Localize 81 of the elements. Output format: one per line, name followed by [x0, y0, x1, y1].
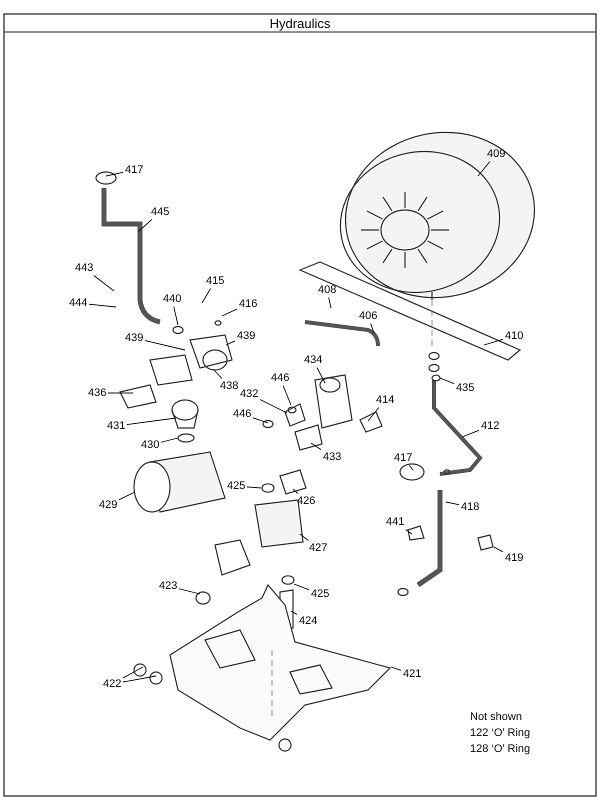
callout-number: 439 — [125, 332, 144, 344]
callout-number: 414 — [376, 394, 394, 406]
callout-number: 416 — [239, 298, 258, 310]
callout-number: 430 — [141, 438, 160, 452]
leader-line — [408, 465, 414, 470]
leader-line — [118, 492, 136, 500]
leader-line — [446, 502, 460, 506]
callout-number: 419 — [505, 552, 524, 564]
leader-line — [222, 308, 238, 316]
callout-number: 424 — [299, 614, 318, 628]
leader-line — [88, 304, 116, 308]
callout-number: 436 — [88, 386, 106, 400]
callout-number: 433 — [323, 450, 342, 464]
leader-line — [122, 666, 144, 678]
leader-line — [212, 368, 222, 379]
leader-line — [260, 399, 288, 414]
callout-number: 422 — [103, 678, 122, 690]
callout-number: 443 — [75, 262, 94, 274]
leader-line — [246, 486, 262, 488]
leader-line — [316, 367, 326, 384]
callout-number: 425 — [227, 480, 246, 492]
callout-number: 412 — [481, 420, 500, 432]
callout-number: 408 — [318, 284, 336, 296]
callout-number: 406 — [359, 310, 378, 322]
callout-number: 446 — [271, 372, 290, 384]
callout-number: 423 — [159, 580, 178, 592]
leader-line — [368, 407, 380, 422]
note-heading: Not shown — [470, 711, 522, 724]
leader-line — [494, 546, 504, 552]
leader-line — [294, 584, 310, 590]
callout-number: 429 — [99, 498, 118, 512]
leader-line — [173, 306, 178, 326]
leader-line — [106, 172, 124, 176]
note-text: 128 ‘O’ Ring — [470, 743, 530, 756]
leader-line — [310, 442, 322, 450]
leader-line — [478, 161, 490, 176]
leader-line — [144, 340, 186, 350]
callout-number: 431 — [107, 420, 126, 432]
leader-line — [202, 288, 212, 304]
leader-line — [108, 392, 134, 394]
callout-number: 438 — [220, 380, 238, 392]
callout-number: 445 — [151, 206, 170, 218]
leader-line — [178, 588, 200, 594]
leader-line — [405, 529, 412, 534]
leader-line — [370, 323, 374, 334]
leader-line — [484, 338, 504, 346]
callout-number: 426 — [297, 494, 316, 508]
callout-number: 417 — [125, 164, 144, 176]
callout-number: 439 — [237, 330, 256, 342]
callout-number: 425 — [311, 588, 330, 600]
callout-number: 418 — [461, 500, 480, 514]
leader-line — [122, 676, 156, 682]
note-text: 122 ‘O’ Ring — [470, 727, 530, 740]
leader-line — [126, 418, 176, 425]
callout-number: 441 — [386, 516, 404, 528]
leader-line — [138, 219, 152, 232]
diagram-title: Hydraulics — [268, 15, 332, 32]
leader-line — [226, 340, 236, 346]
callout-number: 435 — [456, 382, 474, 394]
callout-number: 409 — [487, 148, 506, 160]
callout-number: 410 — [505, 330, 524, 342]
leader-line — [462, 430, 480, 438]
leader-line — [252, 417, 268, 424]
callout-number: 427 — [309, 542, 328, 554]
leader-line — [300, 534, 309, 541]
callout-number: 440 — [163, 292, 182, 306]
leader-line — [390, 666, 402, 671]
leader-line — [282, 385, 292, 406]
leader-line — [440, 378, 454, 384]
leader-line — [292, 488, 298, 494]
leader-line — [160, 438, 178, 443]
leader-line — [290, 610, 298, 615]
callout-number: 415 — [206, 274, 224, 288]
callout-number: 446 — [233, 408, 252, 420]
callout-number: 432 — [240, 388, 258, 400]
callout-number: 434 — [304, 354, 322, 366]
leader-line — [93, 275, 114, 292]
callout-number: 421 — [403, 668, 422, 680]
callout-number: 444 — [69, 296, 88, 310]
leader-line — [328, 297, 332, 308]
callout-number: 417 — [394, 452, 412, 464]
